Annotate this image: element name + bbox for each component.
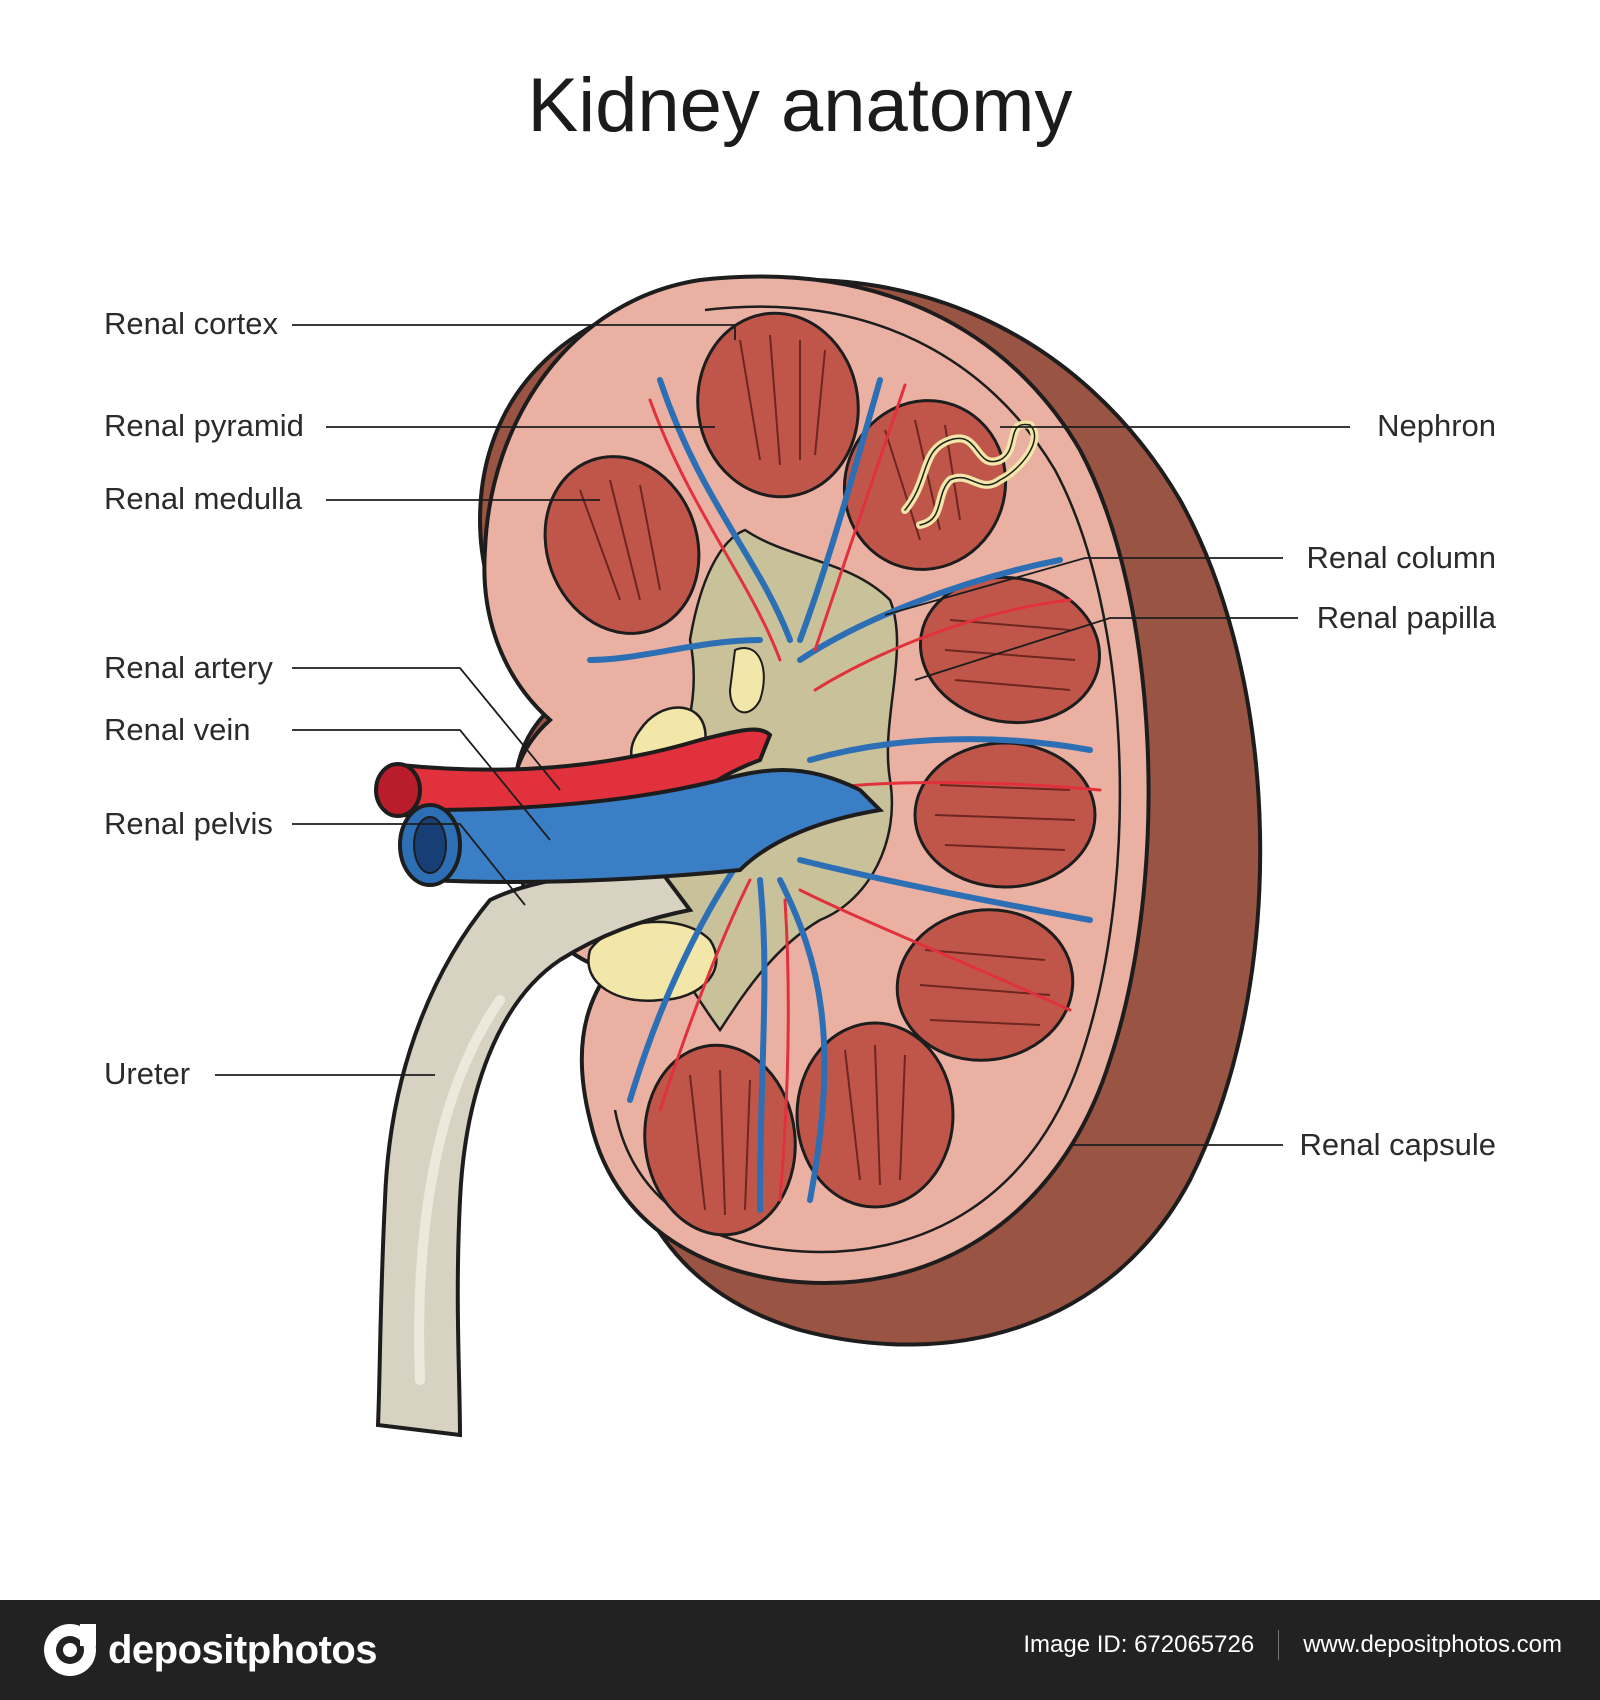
renal-artery-opening xyxy=(374,762,422,818)
ureter xyxy=(375,867,694,1438)
pyramid-1 xyxy=(696,311,860,499)
label-renal-cortex: Renal cortex xyxy=(104,306,279,341)
pyramid-6 xyxy=(895,908,1075,1062)
interlobar-veins xyxy=(587,377,1093,1213)
pyramid-striations xyxy=(579,334,1076,1216)
nephron-outline xyxy=(904,423,1036,526)
brand-logo[interactable]: depositphotos xyxy=(42,1622,378,1678)
footer-divider xyxy=(1278,1630,1280,1660)
leader-renal-artery xyxy=(292,667,561,791)
renal-vein-lumen xyxy=(413,816,447,874)
interlobar-arteries xyxy=(648,383,1102,1202)
footer-meta: Image ID: 672065726 www.depositphotos.co… xyxy=(1023,1630,1562,1660)
fat-deposit-side xyxy=(728,647,765,714)
page-title: Kidney anatomy xyxy=(527,63,1073,148)
label-renal-vein: Renal vein xyxy=(104,712,251,747)
kidney-diagram xyxy=(215,274,1350,1438)
label-nephron: Nephron xyxy=(1377,408,1496,443)
image-id: Image ID: 672065726 xyxy=(1023,1631,1255,1658)
leader-lines xyxy=(215,324,1350,1146)
label-renal-papilla: Renal papilla xyxy=(1316,600,1496,635)
leader-renal-pelvis xyxy=(292,823,526,906)
renal-vein xyxy=(422,768,885,884)
leader-renal-cortex xyxy=(292,324,736,340)
label-renal-pyramid: Renal pyramid xyxy=(104,408,304,443)
label-renal-capsule: Renal capsule xyxy=(1299,1127,1496,1162)
brand-name: depositphotos xyxy=(108,1627,378,1672)
label-renal-pelvis: Renal pelvis xyxy=(104,806,273,841)
footer-bar: depositphotos Image ID: 672065726 www.de… xyxy=(0,1600,1600,1700)
leader-renal-papilla xyxy=(914,617,1298,681)
label-ureter: Ureter xyxy=(104,1056,191,1091)
label-renal-column: Renal column xyxy=(1306,540,1496,575)
site-link[interactable]: www.depositphotos.com xyxy=(1303,1631,1562,1658)
pyramid-7 xyxy=(795,1021,955,1209)
ureter-highlight xyxy=(414,995,505,1385)
label-renal-artery: Renal artery xyxy=(104,650,273,685)
cortex-boundary-line xyxy=(613,305,1122,1254)
leader-renal-vein xyxy=(292,729,551,841)
brand-logo-icon xyxy=(44,1624,96,1676)
label-renal-medulla: Renal medulla xyxy=(104,481,303,516)
leader-renal-column xyxy=(884,557,1283,616)
